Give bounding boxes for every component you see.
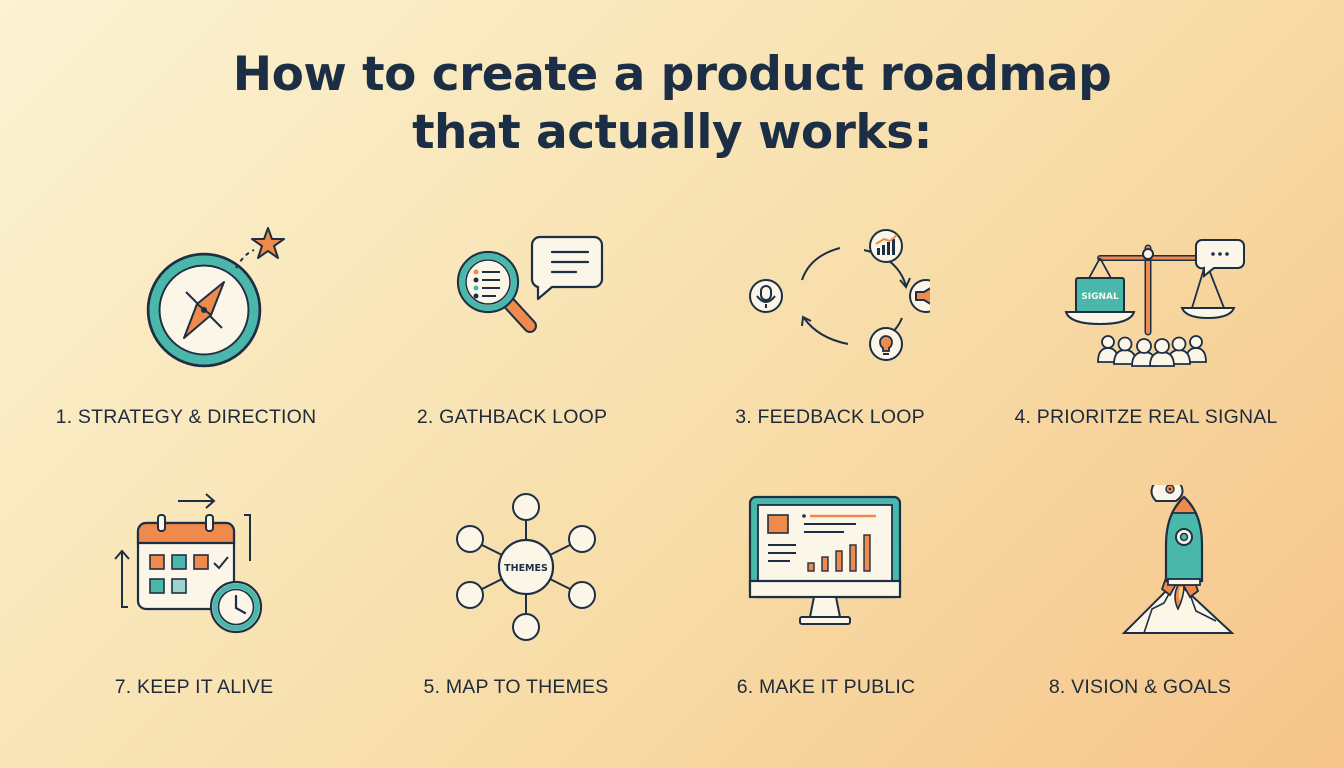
step-keep-it-alive: 7. KEEP IT ALIVE — [26, 485, 362, 755]
step-label: 4. PRIORITZE REAL SIGNAL — [1014, 406, 1278, 428]
step-map-to-themes: THEMES 5. MAP TO THEMES — [348, 485, 684, 755]
step-vision-goals: 8. VISION & GOALS — [972, 485, 1308, 755]
signal-badge: SIGNAL — [1081, 292, 1119, 302]
page-title: How to create a product roadmap that act… — [0, 46, 1344, 162]
feedback-cycle-icon — [749, 229, 930, 361]
step-strategy-direction: 1. STRATEGY & DIRECTION — [18, 220, 354, 490]
title-line-2: that actually works: — [412, 105, 932, 160]
step-label: 1. STRATEGY & DIRECTION — [55, 406, 317, 428]
rocket-icon — [1121, 485, 1235, 634]
step-gathback-loop: 2. GATHBACK LOOP — [344, 220, 680, 490]
title-line-1: How to create a product roadmap — [232, 47, 1112, 102]
compass-star-icon — [146, 227, 285, 368]
magnifier-speech-bubble-icon — [456, 235, 604, 333]
step-label: 7. KEEP IT ALIVE — [114, 676, 274, 698]
step-label: 8. VISION & GOALS — [1048, 676, 1232, 698]
balance-scale-icon: SIGNAL — [1064, 239, 1245, 367]
step-label: 2. GATHBACK LOOP — [416, 406, 608, 428]
theme-network-icon: THEMES — [456, 493, 596, 641]
themes-badge: THEMES — [504, 563, 548, 574]
step-label: 6. MAKE IT PUBLIC — [736, 676, 916, 698]
step-label: 5. MAP TO THEMES — [423, 676, 609, 698]
step-label: 3. FEEDBACK LOOP — [735, 406, 925, 428]
step-prioritize-real-signal: SIGNAL 4. PRIORITZE REAL SIGNAL — [978, 220, 1314, 490]
calendar-clock-icon — [114, 493, 263, 634]
step-feedback-loop: 3. FEEDBACK LOOP — [662, 220, 998, 490]
monitor-dashboard-icon — [748, 495, 902, 625]
step-make-it-public: 6. MAKE IT PUBLIC — [658, 485, 994, 755]
